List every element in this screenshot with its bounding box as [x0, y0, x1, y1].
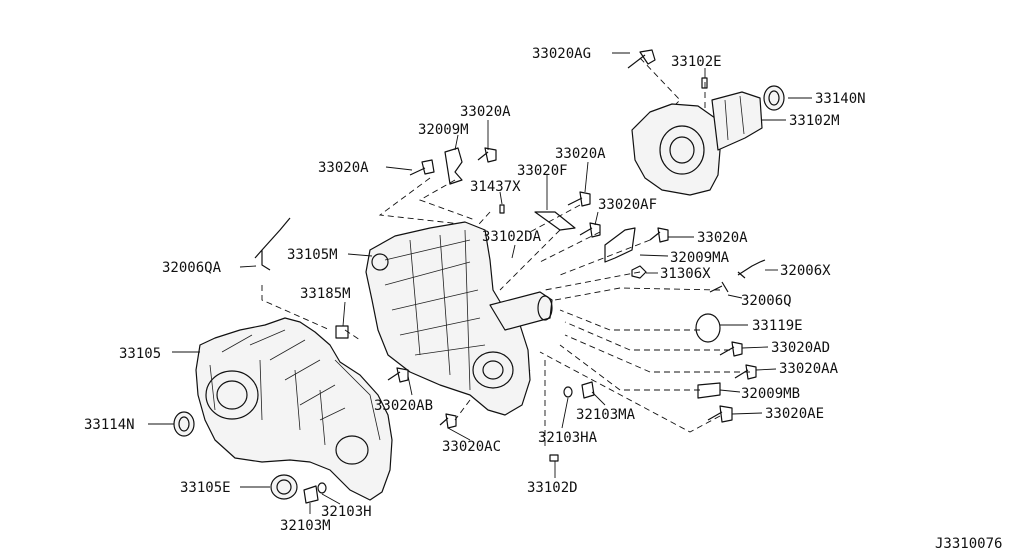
label-33105: 33105	[119, 346, 161, 362]
label-33020AA: 33020AA	[779, 361, 839, 377]
label-33020A-centre: 33020A	[555, 146, 606, 162]
label-33020F: 33020F	[517, 163, 568, 179]
small-parts	[173, 49, 766, 504]
part-33140N-seal	[763, 85, 785, 111]
label-32009MB: 32009MB	[741, 386, 800, 402]
label-33114N: 33114N	[84, 417, 135, 433]
label-33102E: 33102E	[671, 54, 722, 70]
label-32009MA: 32009MA	[670, 250, 730, 266]
label-33102M: 33102M	[789, 113, 840, 129]
label-33102DA: 33102DA	[482, 229, 542, 245]
label-31306X: 31306X	[660, 266, 711, 282]
label-32103MA: 32103MA	[576, 407, 636, 423]
label-32006QA: 32006QA	[162, 260, 222, 276]
label-33185M: 33185M	[300, 286, 351, 302]
label-33105E: 33105E	[180, 480, 231, 496]
label-33020A-right: 33020A	[697, 230, 748, 246]
label-32103M: 32103M	[280, 518, 331, 534]
label-32006Q: 32006Q	[741, 293, 792, 309]
assembly-dash-lines	[261, 57, 750, 450]
label-32103HA: 32103HA	[538, 430, 598, 446]
label-32006X: 32006X	[780, 263, 831, 279]
label-33020AD: 33020AD	[771, 340, 830, 356]
label-33020A-top: 33020A	[460, 104, 511, 120]
label-33020A-left: 33020A	[318, 160, 369, 176]
label-33020AE: 33020AE	[765, 406, 824, 422]
diagram-code: J3310076	[935, 536, 1002, 552]
label-31437X: 31437X	[470, 179, 521, 195]
leader-lines	[148, 52, 812, 514]
label-33020AG: 33020AG	[532, 46, 591, 62]
label-32009M: 32009M	[418, 122, 469, 138]
label-33020AC: 33020AC	[442, 439, 501, 455]
part-33105M-case-centre	[365, 221, 553, 416]
part-33105-case-left	[195, 317, 393, 501]
label-33105M: 33105M	[287, 247, 338, 263]
label-32103H: 32103H	[321, 504, 372, 520]
label-33119E: 33119E	[752, 318, 803, 334]
label-33140N: 33140N	[815, 91, 866, 107]
part-33102M-rear-extension	[631, 91, 763, 196]
label-33020AF: 33020AF	[598, 197, 657, 213]
label-33102D: 33102D	[527, 480, 578, 496]
part-33140N-seal-inner	[768, 90, 780, 106]
part-labels: 33020AG 33102E 33140N 33102M 33020A 3200…	[84, 46, 1002, 552]
label-33020AB: 33020AB	[374, 398, 433, 414]
